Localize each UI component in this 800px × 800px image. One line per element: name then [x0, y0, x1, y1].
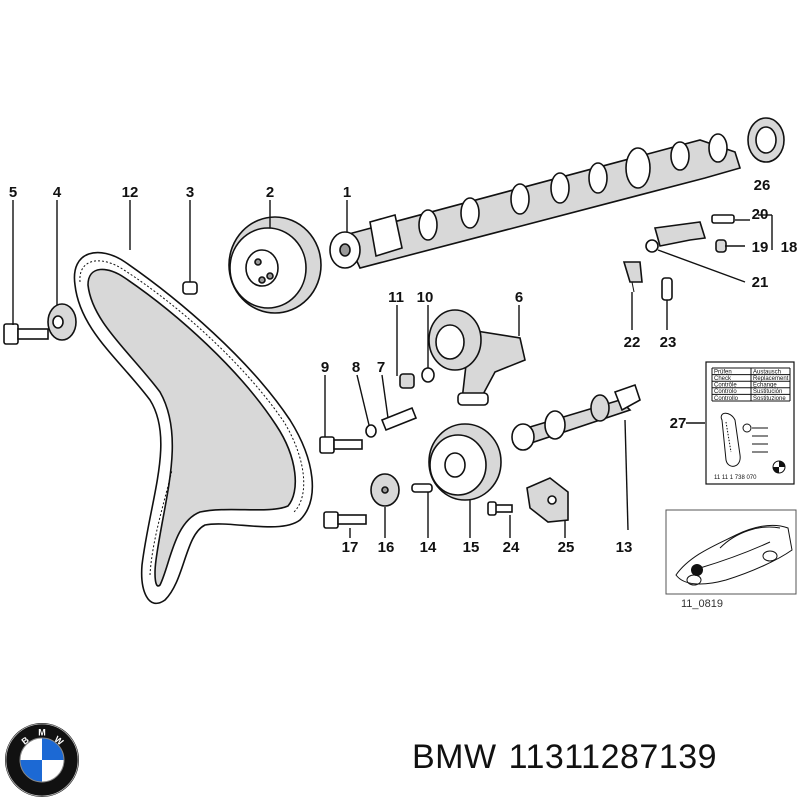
callout-7: 7: [377, 359, 385, 376]
card-row-5-left: Controllo: [714, 396, 739, 402]
bmw-logo-icon: B M W: [5, 723, 79, 797]
spacer-washer: [365, 424, 377, 438]
bolt: [3, 323, 49, 345]
card-row-2-right: Replacement: [753, 376, 789, 382]
callout-labels: 5 4 12 3 2 1 26 20 19 18 21 22 23 6 10 1…: [9, 177, 798, 556]
card-row-4-right: Sustitución: [753, 389, 782, 395]
callout-3: 3: [186, 184, 194, 201]
ring-washer: [421, 367, 435, 383]
callout-21: 21: [752, 274, 769, 291]
bolt-hub: [323, 511, 367, 529]
crankshaft-pulley: [428, 423, 502, 501]
part-label: BMW 11311287139: [412, 738, 729, 777]
callout-2: 2: [266, 184, 274, 201]
part-number: 11311287139: [508, 738, 718, 776]
vehicle-reference-thumbnail: [665, 509, 797, 595]
card-row-2-left: Check: [714, 376, 732, 382]
callout-27: 27: [670, 415, 687, 432]
callout-25: 25: [558, 539, 575, 556]
callout-16: 16: [378, 539, 395, 556]
hub: [370, 473, 400, 507]
card-row-5-right: Sostituzione: [753, 396, 786, 402]
callout-11: 11: [388, 289, 404, 306]
callout-26: 26: [754, 177, 771, 194]
dowel-pin: [182, 281, 198, 295]
logo-letter-m: M: [38, 728, 46, 738]
callout-17: 17: [342, 539, 359, 556]
camshaft: [329, 133, 742, 269]
leader-lines: [12, 200, 773, 538]
rocker-arm: [645, 214, 735, 253]
guide-pin: [661, 277, 673, 301]
callout-20: 20: [752, 206, 769, 223]
callout-23: 23: [660, 334, 677, 351]
logo-letter-b: B: [20, 734, 32, 746]
nut: [399, 373, 415, 389]
brand-name: BMW: [412, 738, 497, 776]
engine-location-dot-icon: [691, 564, 703, 576]
tensioner-pulley: [428, 309, 526, 406]
callout-5: 5: [9, 184, 17, 201]
washer: [47, 303, 77, 341]
callout-13: 13: [616, 539, 633, 556]
callout-19: 19: [752, 239, 769, 256]
callout-1: 1: [343, 184, 351, 201]
card-row-1-right: Austausch: [753, 369, 781, 375]
crankshaft-gear: [511, 383, 641, 451]
callout-8: 8: [352, 359, 360, 376]
key-pin: [411, 483, 433, 493]
callout-4: 4: [53, 184, 62, 201]
bolt-tensioner: [319, 436, 363, 454]
card-row-3-left: Contrôle: [714, 383, 737, 389]
card-row-4-left: Controlo: [714, 389, 737, 395]
callout-14: 14: [420, 539, 437, 556]
card-code: 11 11 1 738 070: [714, 475, 757, 481]
card-row-3-right: Echange: [753, 383, 777, 389]
spring-clip: [622, 261, 643, 293]
callout-6: 6: [515, 289, 523, 306]
callout-24: 24: [503, 539, 520, 556]
callout-18: 18: [781, 239, 798, 256]
reference-code: 11_0819: [681, 598, 723, 610]
screw: [487, 501, 513, 516]
card-row-1-left: Prüfen: [714, 369, 732, 375]
camshaft-sprocket: [228, 216, 322, 314]
seal-ring: [747, 117, 785, 163]
callout-15: 15: [463, 539, 480, 556]
callout-22: 22: [624, 334, 641, 351]
callout-9: 9: [321, 359, 329, 376]
callout-12: 12: [122, 184, 139, 201]
callout-10: 10: [417, 289, 434, 306]
sleeve: [380, 406, 418, 432]
timing-belt: [73, 251, 314, 605]
instruction-card: Prüfen Austausch Check Replacement Contr…: [705, 361, 795, 485]
bracket-plate: [526, 477, 569, 523]
